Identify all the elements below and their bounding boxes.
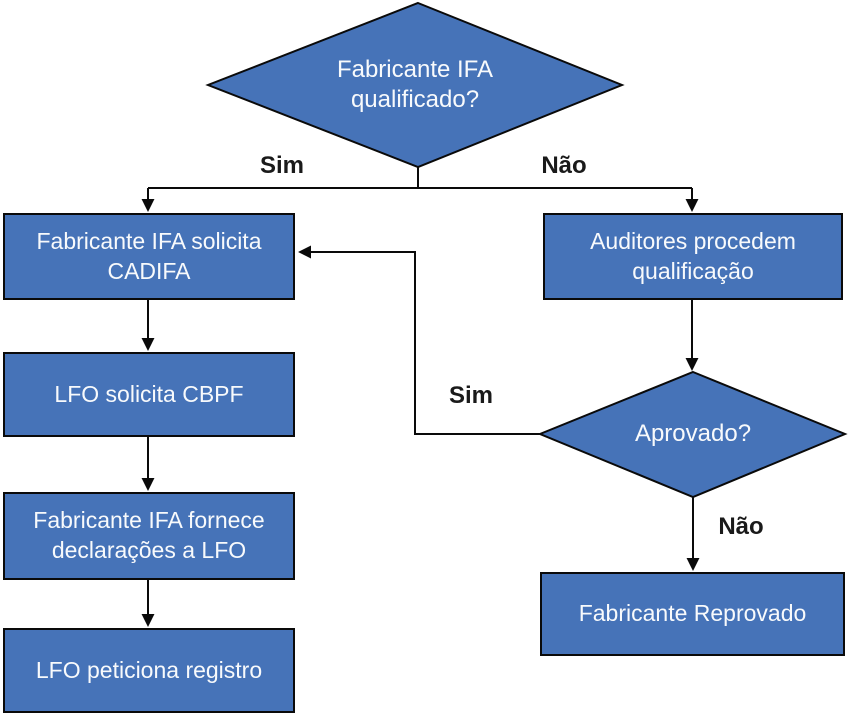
edge-label-sim-loop: Sim (448, 382, 494, 409)
node-lfo-peticiona-registro-label: LFO peticiona registro (35, 656, 263, 683)
node-fabricante-fornece-declaracoes-label: Fabricante IFA fornece declarações a LFO (33, 507, 265, 563)
edge-label-nao-top: Não (541, 152, 587, 179)
node-fabricante-reprovado-label: Fabricante Reprovado (578, 600, 807, 627)
node-fabricante-fornece-declaracoes: Fabricante IFA fornece declarações a LFO (3, 492, 295, 580)
decision-qualificado-shape (205, 1, 625, 169)
connectors-group (141, 167, 700, 627)
node-fabricante-solicita-cadifa-label: Fabricante IFA solicita CADIFA (36, 227, 262, 284)
node-lfo-peticiona-registro: LFO peticiona registro (3, 628, 295, 713)
node-lfo-solicita-cbpf-label: LFO solicita CBPF (54, 380, 244, 407)
node-auditores-procedem-qualificacao: Auditores procedem qualificação (543, 213, 843, 300)
node-fabricante-solicita-cadifa: Fabricante IFA solicita CADIFA (3, 213, 295, 300)
node-fabricante-reprovado: Fabricante Reprovado (540, 572, 845, 656)
node-auditores-procedem-qualificacao-label: Auditores procedem qualificação (590, 227, 796, 284)
arrow-aprovado-sim-loop (298, 245, 540, 435)
edge-label-nao-bottom: Não (718, 513, 764, 540)
decision-aprovado-shape (537, 370, 848, 499)
node-lfo-solicita-cbpf: LFO solicita CBPF (3, 352, 295, 437)
edge-label-sim-top: Sim (259, 152, 305, 179)
